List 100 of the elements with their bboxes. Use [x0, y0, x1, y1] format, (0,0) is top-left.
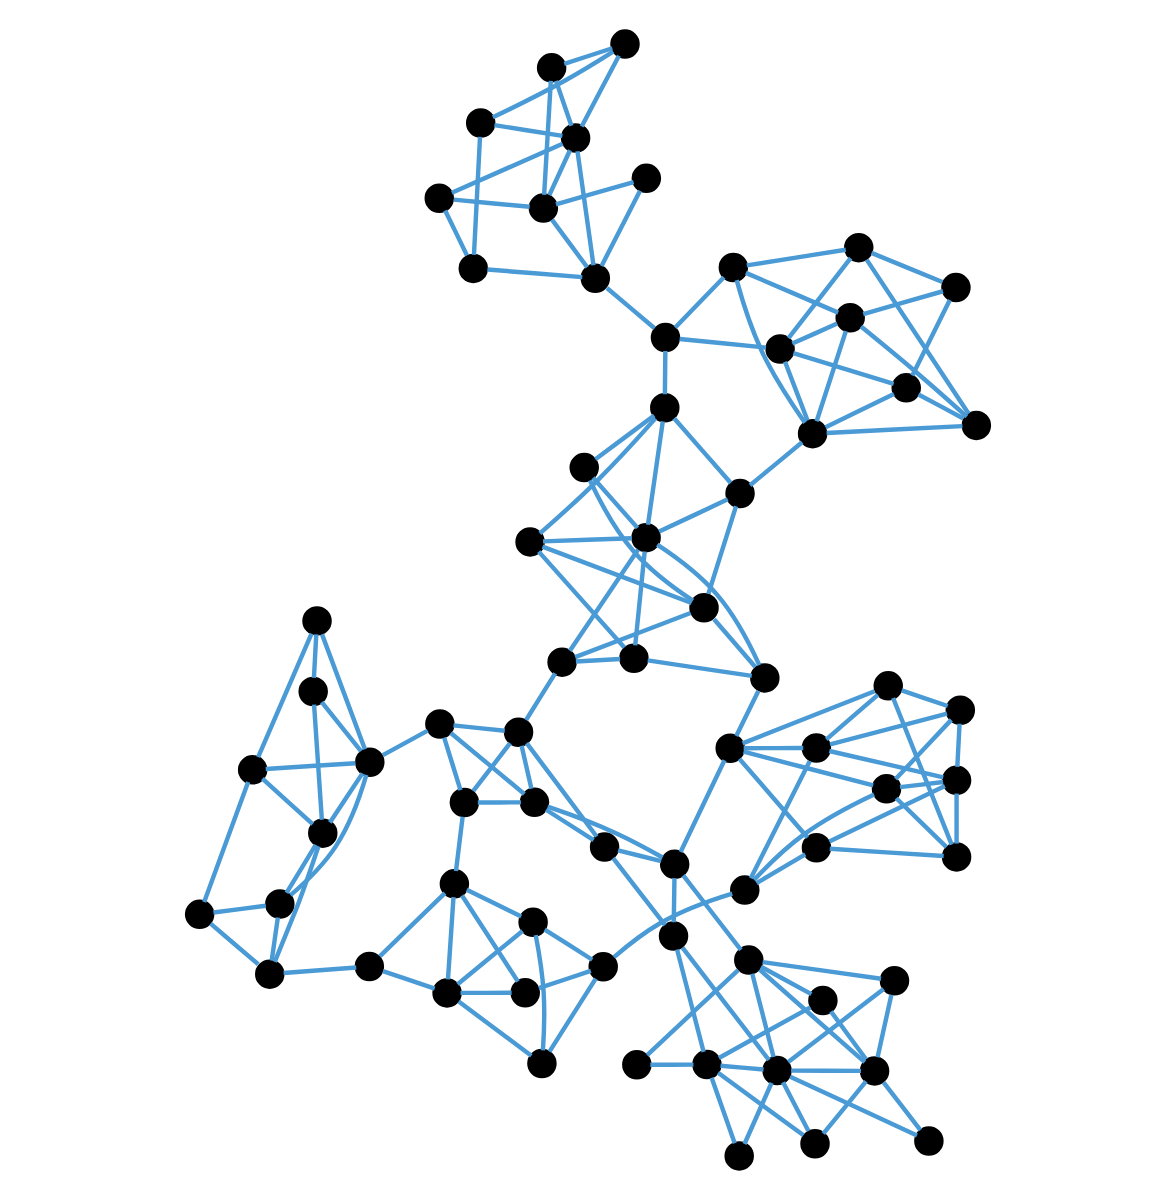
- connector: [824, 391, 895, 430]
- node-circle: [184, 899, 215, 930]
- connector: [460, 894, 520, 983]
- connector: [672, 416, 733, 485]
- connector: [859, 324, 969, 419]
- connector: [543, 927, 594, 962]
- connector: [575, 151, 596, 266]
- connector: [814, 330, 848, 422]
- node-circle: [871, 774, 902, 804]
- node-circle: [439, 869, 470, 899]
- connector: [579, 54, 621, 128]
- connector: [460, 990, 512, 996]
- node-circle: [945, 695, 976, 725]
- connector: [612, 891, 733, 959]
- connector: [213, 903, 267, 915]
- connector: [734, 279, 807, 425]
- connector: [256, 632, 314, 759]
- connector: [673, 275, 726, 329]
- connector: [546, 804, 664, 860]
- connector: [453, 723, 506, 733]
- connector: [541, 80, 554, 195]
- connector: [955, 723, 962, 767]
- node-circle: [941, 272, 971, 303]
- node-circle: [801, 833, 832, 863]
- node-circle: [424, 183, 454, 214]
- node-circle: [808, 985, 838, 1016]
- node-circle: [265, 889, 295, 919]
- connector: [782, 361, 810, 422]
- node-circle: [547, 647, 577, 677]
- connector: [524, 672, 558, 722]
- connector: [899, 779, 944, 790]
- node-circle: [725, 478, 755, 509]
- connector: [716, 1071, 805, 1138]
- connector: [734, 689, 761, 737]
- connector: [311, 634, 319, 678]
- node-circle: [631, 163, 662, 194]
- connector: [656, 542, 762, 667]
- node-circle: [527, 1048, 557, 1079]
- node-circle: [354, 951, 385, 982]
- connector: [870, 250, 944, 285]
- node-circle: [308, 818, 338, 848]
- connector: [910, 298, 952, 377]
- connector: [748, 760, 812, 880]
- connector: [786, 987, 885, 1064]
- node-circle: [859, 1056, 890, 1086]
- connector: [741, 689, 876, 746]
- connector: [791, 1068, 861, 1074]
- connector: [781, 1081, 811, 1133]
- connector: [311, 704, 325, 820]
- connector: [471, 136, 483, 256]
- connector: [542, 536, 632, 544]
- connector: [617, 848, 662, 864]
- node-circle: [718, 252, 749, 283]
- node-circle: [355, 747, 385, 778]
- node-circle: [941, 842, 972, 872]
- connector: [633, 551, 647, 646]
- connector: [743, 745, 804, 751]
- node-circle: [715, 733, 745, 763]
- node-circle: [255, 959, 285, 989]
- connector: [477, 800, 521, 805]
- connector: [671, 878, 677, 923]
- node-circle: [797, 418, 828, 449]
- connector: [681, 874, 743, 952]
- connector: [284, 843, 318, 895]
- connector: [875, 994, 894, 1058]
- connector: [717, 1005, 812, 1060]
- node-circle: [569, 452, 599, 483]
- connector: [748, 440, 804, 487]
- node-circle: [730, 875, 760, 905]
- node-circle: [734, 945, 764, 975]
- connector: [457, 999, 533, 1058]
- connector: [382, 968, 436, 991]
- connector: [662, 351, 668, 395]
- connector: [645, 421, 665, 526]
- node-circle: [503, 717, 534, 747]
- connector: [265, 761, 356, 772]
- node-circle: [237, 755, 268, 785]
- connector: [881, 1081, 923, 1132]
- connector: [752, 792, 876, 882]
- connector: [453, 197, 530, 209]
- connector: [599, 189, 642, 267]
- connector: [538, 416, 658, 536]
- connector: [491, 49, 615, 120]
- connector: [864, 258, 971, 415]
- connector: [555, 179, 635, 207]
- connector: [611, 856, 667, 927]
- connector: [894, 796, 948, 849]
- connector: [574, 610, 692, 660]
- connector: [894, 718, 953, 781]
- connector: [524, 741, 599, 838]
- connector: [443, 209, 469, 257]
- connector: [789, 1074, 918, 1138]
- connector: [453, 816, 465, 872]
- node-circle: [432, 978, 462, 1008]
- connector: [381, 728, 429, 758]
- connector: [762, 959, 882, 981]
- node-circle: [873, 671, 903, 701]
- connector: [645, 968, 740, 1057]
- connector: [737, 757, 810, 839]
- node-circle: [941, 765, 972, 796]
